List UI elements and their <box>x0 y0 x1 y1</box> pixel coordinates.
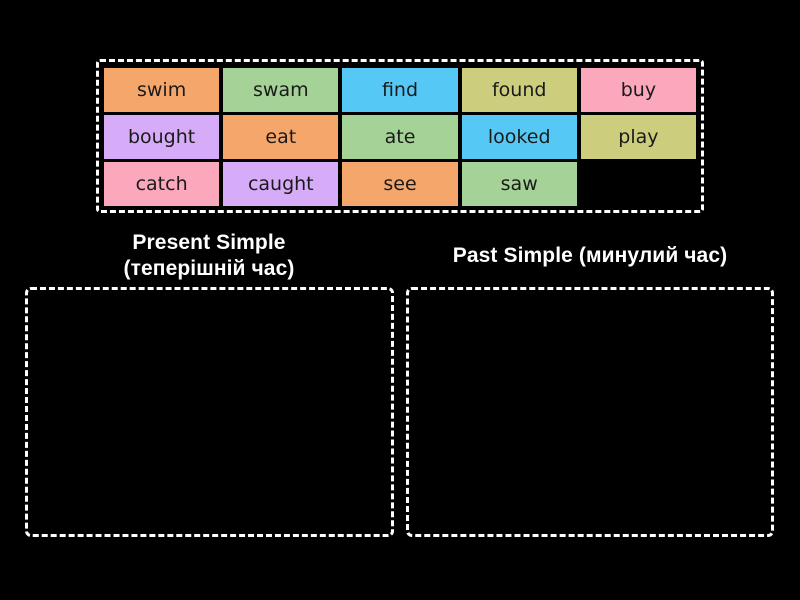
word-tile[interactable]: swam <box>223 68 339 112</box>
word-tile-label: caught <box>247 172 314 195</box>
word-tile[interactable]: see <box>342 162 458 206</box>
category-title-line2: (теперішній час) <box>123 256 295 280</box>
word-tile[interactable]: buy <box>580 68 697 112</box>
word-tile[interactable]: eat <box>223 115 339 159</box>
word-tile-label: swim <box>136 78 187 101</box>
word-tile-empty-slot <box>581 162 696 206</box>
word-tile[interactable]: found <box>461 68 577 112</box>
word-bank-row: swim swam find found buy <box>104 68 697 112</box>
word-tile[interactable]: swim <box>104 68 220 112</box>
word-tile-label: find <box>381 78 419 101</box>
word-bank-row: catch caught see saw <box>104 162 696 206</box>
category-title-past-simple: Past Simple (минулий час) <box>407 243 773 269</box>
word-tile-label: catch <box>135 172 188 195</box>
word-tile-label: saw <box>500 172 538 195</box>
word-tile[interactable]: catch <box>104 162 220 206</box>
word-tile[interactable]: looked <box>461 115 577 159</box>
word-bank-row: bought eat ate looked play <box>104 115 697 159</box>
word-tile[interactable]: play <box>580 115 697 159</box>
dropzone-past-simple[interactable] <box>406 287 774 537</box>
word-tile-label: buy <box>620 78 657 101</box>
word-tile-label: ate <box>384 125 416 148</box>
word-tile-label: see <box>383 172 417 195</box>
word-tile[interactable]: saw <box>461 162 577 206</box>
word-tile[interactable]: find <box>342 68 458 112</box>
category-title-line1: Past Simple (минулий час) <box>452 244 728 267</box>
word-bank-tray: swim swam find found buy bought eat ate … <box>96 59 704 213</box>
word-tile[interactable]: ate <box>342 115 458 159</box>
category-title-present-simple: Present Simple (теперішній час) <box>25 230 393 281</box>
word-tile-label: swam <box>253 78 309 101</box>
dropzone-present-simple[interactable] <box>25 287 394 537</box>
word-tile-label: play <box>618 125 659 148</box>
word-tile-label: bought <box>127 125 196 148</box>
word-tile[interactable]: caught <box>223 162 339 206</box>
word-tile-label: eat <box>265 125 297 148</box>
word-tile-label: looked <box>487 125 551 148</box>
category-title-line1: Present Simple <box>132 231 286 254</box>
word-tile-label: found <box>491 78 547 101</box>
word-tile[interactable]: bought <box>104 115 220 159</box>
